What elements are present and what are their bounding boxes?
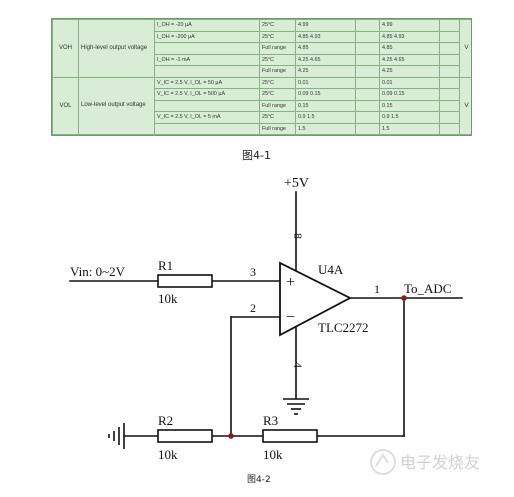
vcc-pin-number: 8 <box>291 233 305 239</box>
table-row: I_OH = -1 mA 25°C 4.25 4.65 4.25 4.65 <box>53 53 472 66</box>
vol-label: Low-level output voltage <box>78 76 155 135</box>
input-label: Vin: 0~2V <box>70 264 126 279</box>
opamp-part: TLC2272 <box>318 320 369 335</box>
minus-sign: − <box>286 309 295 326</box>
r3-name: R3 <box>263 413 278 428</box>
value-cell: 4.85 <box>295 42 356 55</box>
spec-table: VOH High-level output voltage I_OH = -20… <box>51 18 472 136</box>
gnd-pin-number: 4 <box>291 362 305 368</box>
watermark-logo: 电子发烧友 <box>370 449 480 475</box>
figure-caption-1: 图4-1 <box>242 149 271 162</box>
temp-cell: Full range <box>259 42 296 55</box>
r2-resistor <box>157 429 213 443</box>
table-row: V_IC = 2.5 V, I_OL = 5 mA 25°C 0.9 1.5 0… <box>53 111 472 124</box>
r1-value: 10k <box>158 291 178 306</box>
junction-minus-node <box>228 433 234 439</box>
figure-caption-2: 图4-2 <box>247 475 271 485</box>
r1-resistor <box>157 274 213 288</box>
r3-resistor <box>262 429 318 443</box>
ground-icon <box>283 398 309 415</box>
value-cell <box>439 122 460 135</box>
table-row: Full range 1.5 1.5 <box>53 122 472 135</box>
opamp-symbol <box>279 261 352 337</box>
table-row: VOL Low-level output voltage V_IC = 2.5 … <box>52 76 471 135</box>
table-row: Full range 4.25 4.25 <box>53 65 472 78</box>
table-row: VOH High-level output voltage I_OH = -20… <box>52 19 471 78</box>
plus-pin-number: 3 <box>250 265 256 279</box>
minus-pin-number: 2 <box>250 301 256 315</box>
value-cell <box>439 30 460 43</box>
value-cell: 4.85 <box>379 42 440 55</box>
ground-icon <box>108 423 125 449</box>
output-label: To_ADC <box>404 281 451 296</box>
vol-symbol: VOL <box>52 76 79 135</box>
r1-name: R1 <box>158 258 173 273</box>
table-row: I_OH = -200 µA 25°C 4.85 4.93 4.85 4.93 <box>53 30 472 43</box>
table-row: Full range 4.85 4.85 <box>53 42 472 55</box>
r2-name: R2 <box>158 413 173 428</box>
plus-sign: + <box>286 274 295 291</box>
output-pin-number: 1 <box>374 282 380 296</box>
watermark-text: 电子发烧友 <box>400 453 480 472</box>
r2-value: 10k <box>158 447 178 462</box>
r3-value: 10k <box>263 447 283 462</box>
voh-label: High-level output voltage <box>78 19 155 78</box>
vol-unit: V <box>459 76 471 135</box>
junction-output-node <box>401 295 407 301</box>
opamp-ref: U4A <box>318 262 344 277</box>
supply-label: +5V <box>284 176 309 191</box>
value-cell <box>439 42 460 55</box>
value-cell: 1.5 <box>295 122 356 135</box>
